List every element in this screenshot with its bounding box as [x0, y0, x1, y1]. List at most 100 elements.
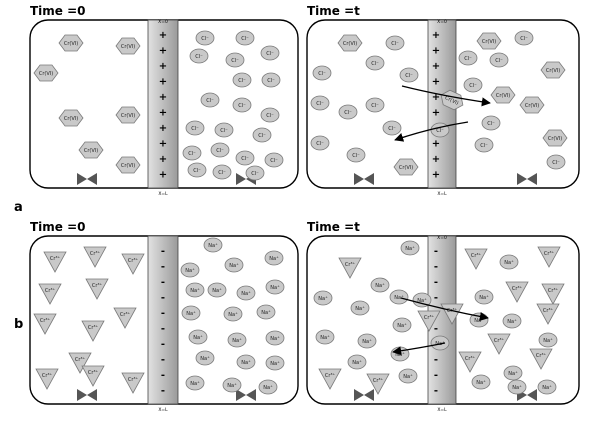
- ion-in-membrane-shape: [430, 335, 450, 351]
- ion-left-shape: [113, 307, 137, 329]
- ion-right-shape: [232, 72, 252, 88]
- ion-right-shape: [499, 254, 519, 270]
- ion-right-label: Na⁺: [508, 371, 518, 377]
- ion-right-label: Cr³⁺: [471, 253, 482, 259]
- ion-right: Na⁺: [223, 306, 243, 322]
- ion-right: Na⁺: [471, 374, 491, 390]
- ion-right-label: Na⁺: [229, 263, 239, 269]
- valve-icon-left: [77, 389, 87, 401]
- ion-right-shape: [538, 332, 558, 348]
- ion-in-membrane-label: Cl⁻: [436, 128, 444, 134]
- ion-left-shape: [393, 158, 419, 176]
- ion-right: Cl⁻: [235, 150, 255, 166]
- ion-right-label: Na⁺: [193, 335, 203, 341]
- ion-left-label: Cr(VI): [121, 113, 135, 119]
- ion-left-label: Na⁺: [318, 296, 328, 302]
- membrane-charge-sign: +: [432, 139, 440, 150]
- ion-right: Cl⁻: [252, 127, 272, 143]
- panel-bt: Time =tX=0X=L----------Cr³⁺Na⁺Na⁺Na⁺Na⁺N…: [306, 220, 580, 413]
- ion-right-shape: [181, 305, 201, 321]
- membrane-charge-sign: +: [159, 46, 167, 57]
- ion-right-shape: [458, 50, 478, 66]
- panel-at: Time =tX=0X=L++++++++++Cr(VI)Cl⁻Cl⁻Cl⁻Cl…: [306, 4, 580, 197]
- valve-icon: [77, 389, 97, 401]
- ion-right-label: Na⁺: [507, 319, 517, 325]
- ion-in-membrane: Cr³⁺: [417, 310, 441, 332]
- ion-right: Na⁺: [185, 282, 205, 298]
- membrane-charge-sign: +: [159, 108, 167, 119]
- ion-right-shape: [223, 306, 243, 322]
- ion-right-shape: [195, 30, 215, 46]
- ion-right-shape: [227, 332, 247, 348]
- ion-left: Na⁺: [389, 289, 409, 305]
- ion-left-label: Cl⁻: [371, 61, 379, 67]
- ion-right: Cl⁻: [514, 30, 534, 46]
- membrane-charge-sign: +: [432, 30, 440, 41]
- ion-left: Cl⁻: [399, 67, 419, 83]
- membrane-charge-sign: -: [161, 262, 165, 273]
- ion-left-label: Cl⁻: [316, 101, 324, 107]
- ion-left-shape: [347, 354, 367, 370]
- valve-icon-right: [364, 173, 374, 185]
- membrane-charge-sign: -: [161, 370, 165, 381]
- ion-right-shape: [519, 96, 545, 114]
- ion-right-shape: [235, 150, 255, 166]
- ion-right: Cl⁻: [225, 52, 245, 68]
- ion-left-label: Cl⁻: [388, 126, 396, 132]
- ion-left-shape: [398, 368, 418, 384]
- ion-left: Cl⁻: [382, 120, 402, 136]
- ion-right: Cr³⁺: [536, 303, 560, 325]
- ion-left-label: Cr³⁺: [325, 373, 336, 379]
- ion-right: Na⁺: [537, 379, 557, 395]
- ion-left-label: Cl⁻: [352, 153, 360, 159]
- ion-right-label: Cl⁻: [258, 133, 266, 139]
- membrane-charge-sign: +: [159, 30, 167, 41]
- ion-left-label: Na⁺: [395, 352, 405, 358]
- ion-right-label: Cl⁻: [520, 36, 528, 42]
- ion-right-label: Cl⁻: [552, 160, 560, 166]
- ion-right-label: Cl⁻: [195, 54, 203, 60]
- ion-right: Cl⁻: [260, 107, 280, 123]
- ion-right: Na⁺: [207, 282, 227, 298]
- ion-right: Na⁺: [227, 332, 247, 348]
- ion-right-shape: [225, 52, 245, 68]
- time-label: Time =t: [307, 220, 360, 234]
- ion-right-shape: [542, 129, 568, 147]
- ion-left: Cr³⁺: [85, 278, 109, 300]
- ion-right-label: Na⁺: [269, 256, 279, 262]
- ion-left-shape: [78, 141, 104, 159]
- valve-icon-left: [517, 173, 527, 185]
- membrane-charge-sign: +: [159, 170, 167, 181]
- ion-right-label: Na⁺: [542, 385, 552, 391]
- ion-right-label: Cl⁻: [495, 58, 503, 64]
- ion-left: Cl⁻: [365, 97, 385, 113]
- ion-right: Cl⁻: [195, 30, 215, 46]
- ion-right-shape: [258, 379, 278, 395]
- ion-right-label: Cr(VI): [525, 103, 539, 109]
- ion-right-shape: [232, 97, 252, 113]
- ion-right-shape: [463, 77, 483, 93]
- ion-right-shape: [185, 375, 205, 391]
- ion-left-label: Na⁺: [405, 246, 415, 252]
- ion-right-label: Na⁺: [228, 312, 238, 318]
- panel-b0: Time =0X=L----------Cr³⁺Cr³⁺Cr³⁺Cr³⁺Cr³⁺…: [29, 220, 299, 413]
- ion-right: Na⁺: [265, 355, 285, 371]
- ion-right-shape: [260, 107, 280, 123]
- ion-left-shape: [85, 278, 109, 300]
- transport-arrow: [392, 342, 446, 356]
- ion-right-label: Cl⁻: [191, 126, 199, 132]
- membrane-charge-sign: -: [161, 277, 165, 288]
- ion-right-label: Na⁺: [543, 338, 553, 344]
- ion-left-shape: [115, 156, 141, 174]
- ion-right-label: Cr(VI): [548, 136, 562, 142]
- xl-label: X=L: [158, 191, 168, 197]
- ion-right: Cl⁻: [232, 97, 252, 113]
- valve-icon: [354, 173, 374, 185]
- ion-right-label: Cl⁻: [480, 143, 488, 149]
- ion-left-shape: [310, 95, 330, 111]
- ion-left-shape: [33, 313, 57, 335]
- ion-left: Cr³⁺: [81, 320, 105, 342]
- transport-arrow: [401, 85, 491, 107]
- ion-right: Na⁺: [507, 379, 527, 395]
- ion-right: Cl⁻: [463, 77, 483, 93]
